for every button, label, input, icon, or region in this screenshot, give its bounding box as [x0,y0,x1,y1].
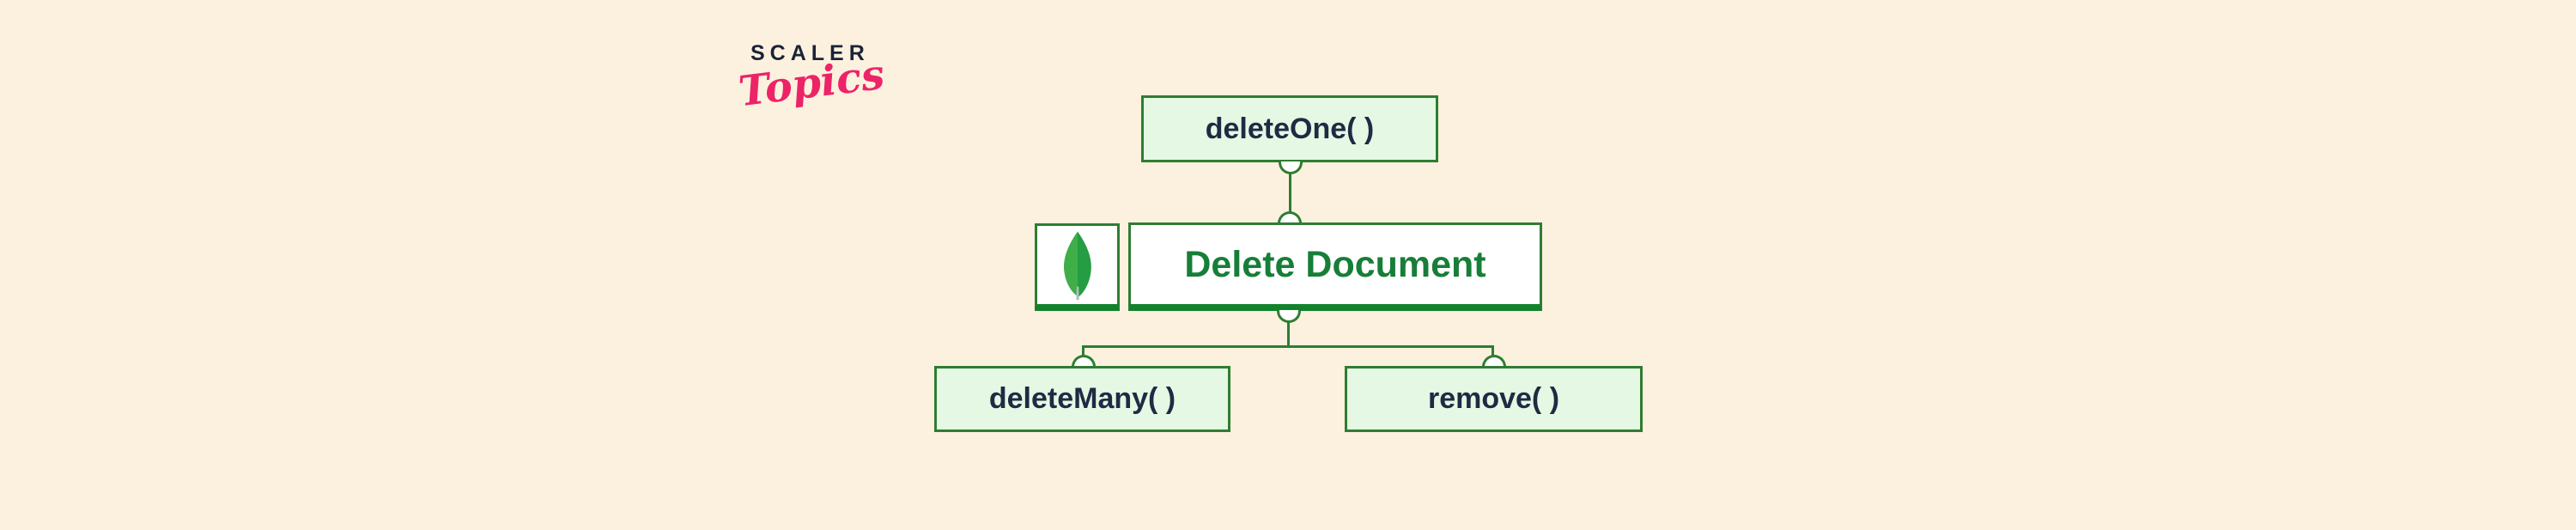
mongodb-leaf-icon [1063,231,1091,300]
node-delete-document-label: Delete Document [1184,243,1486,285]
node-delete-many: deleteMany( ) [934,366,1230,432]
node-delete-many-label: deleteMany( ) [988,382,1176,415]
mongodb-icon-box [1035,223,1120,311]
node-remove: remove( ) [1345,366,1643,432]
node-delete-document: Delete Document [1128,222,1542,311]
connector-line-center-down [1287,321,1290,347]
connector-joint-above-delete-many [1072,355,1096,368]
scaler-topics-logo: SCALER Topics [736,41,887,116]
node-delete-one: deleteOne( ) [1141,95,1438,162]
connector-stub-right [1492,345,1494,356]
connector-joint-above-remove [1482,355,1506,368]
node-remove-label: remove( ) [1427,382,1560,415]
node-delete-one-label: deleteOne( ) [1205,112,1375,145]
connector-line-parent-to-center [1289,173,1291,212]
connector-joint-above-center [1278,211,1302,224]
logo-brand-text: SCALER [750,41,870,65]
connector-stub-left [1082,345,1084,356]
connector-line-branch-horizontal [1082,345,1494,348]
